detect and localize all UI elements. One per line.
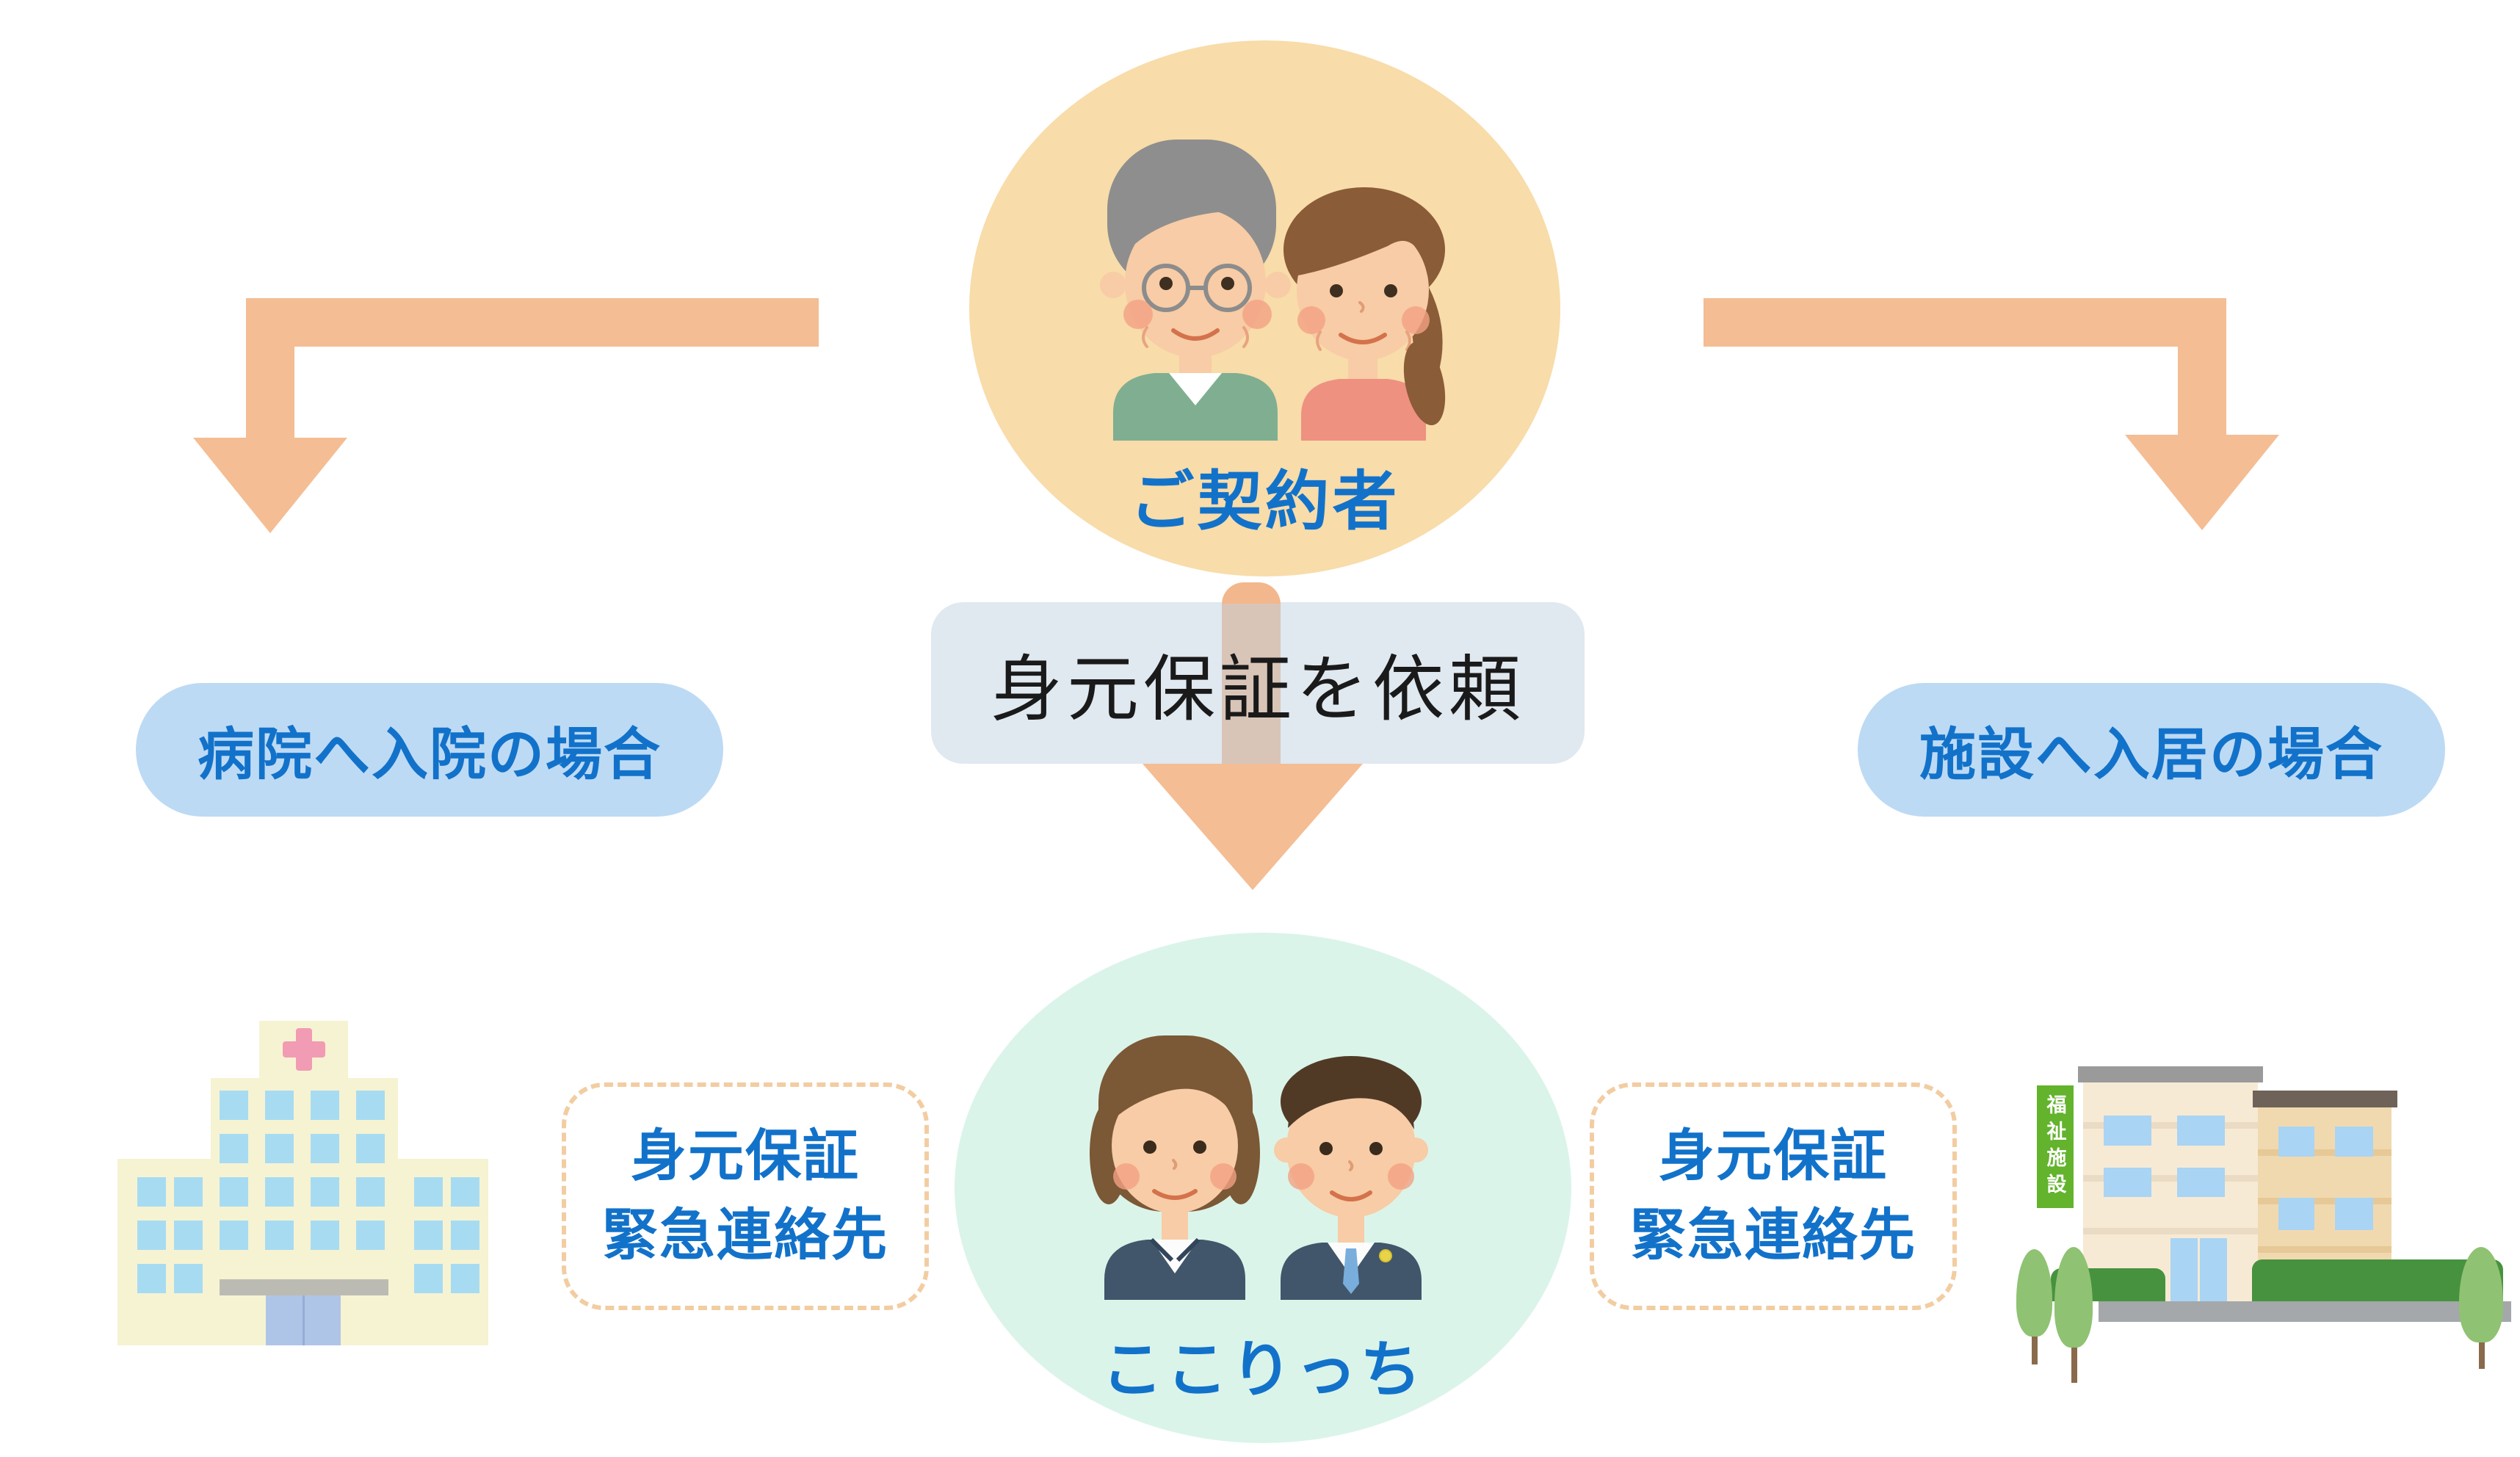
tree-icon	[2054, 1247, 2093, 1348]
care-facility-building-icon: 福祉施設	[1997, 1013, 2520, 1410]
facility-roof-right	[2253, 1091, 2397, 1107]
facility-sign-label: 福祉施設	[2043, 1093, 2066, 1200]
staff-couple-icon	[1090, 1035, 1428, 1300]
guarantee-right-line1: 身元保証	[1659, 1125, 1888, 1188]
arrow-right-head	[2125, 435, 2279, 530]
arrow-left-vertical-bar	[246, 298, 294, 445]
provider-bubble	[955, 933, 1571, 1443]
hospital-doors	[266, 1295, 341, 1345]
guarantee-left-line1: 身元保証	[631, 1125, 860, 1188]
guarantee-left-line2: 緊急連絡先	[602, 1204, 888, 1267]
guarantee-badge-left: 身元保証 緊急連絡先	[562, 1082, 929, 1310]
facility-walkway	[2099, 1301, 2511, 1322]
hospital-case-label: 病院へ入院の場合	[198, 723, 662, 787]
arrow-left-head	[193, 438, 347, 533]
down-arrow-shaft-over-box	[1222, 604, 1281, 764]
guarantee-right-line2: 緊急連絡先	[1630, 1204, 1916, 1267]
facility-sign: 福祉施設	[2037, 1085, 2074, 1208]
hospital-building-icon	[117, 1021, 488, 1348]
contractor-label: ご契約者	[1129, 465, 1400, 538]
tree-icon	[2016, 1249, 2052, 1337]
arrow-right-horizontal-bar	[1703, 298, 2226, 347]
guarantee-badge-right: 身元保証 緊急連絡先	[1590, 1082, 1957, 1310]
elderly-couple-icon	[1100, 140, 1446, 441]
provider-label: ここりっち	[1101, 1335, 1424, 1404]
tree-icon	[2459, 1247, 2503, 1342]
arrow-left-horizontal-bar	[246, 298, 819, 347]
hospital-awning	[220, 1279, 388, 1295]
request-label: 身元保証を依頼	[990, 648, 1525, 729]
facility-case-pill: 施設へ入居の場合	[1858, 683, 2445, 817]
down-arrow-head	[1143, 764, 1363, 890]
facility-door	[2170, 1238, 2227, 1301]
facility-roof-left	[2078, 1066, 2263, 1082]
down-arrow-shaft-top	[1222, 582, 1281, 604]
arrow-right-vertical-bar	[2178, 298, 2226, 441]
facility-case-label: 施設へ入居の場合	[1919, 723, 2383, 787]
hospital-case-pill: 病院へ入院の場合	[136, 683, 723, 817]
